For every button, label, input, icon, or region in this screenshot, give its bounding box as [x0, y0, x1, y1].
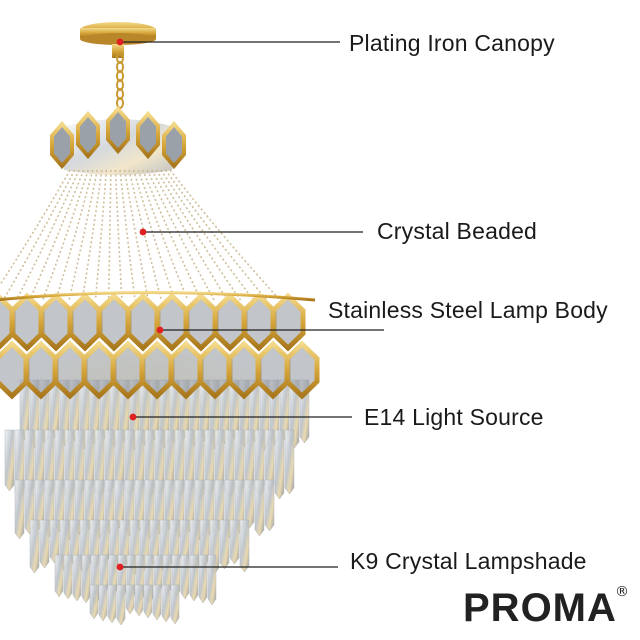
lamp-body-hex-frame [0, 291, 320, 400]
chain [116, 52, 124, 109]
registered-mark: ® [615, 584, 629, 600]
marker-dot [116, 38, 124, 46]
crown [50, 105, 186, 175]
crystal-bead-strands [0, 169, 281, 301]
marker-dot [156, 326, 164, 334]
brand-logo: PROMA [463, 586, 617, 630]
crystal-prisms [4, 379, 310, 626]
callout-label-crystal-beaded: Crystal Beaded [377, 218, 538, 244]
canopy [80, 22, 156, 58]
callout-markers [116, 38, 164, 571]
leader-lines [120, 41, 384, 568]
callout-label-canopy: Plating Iron Canopy [349, 30, 555, 56]
marker-dot [116, 563, 124, 571]
marker-dot [129, 413, 137, 421]
callout-label-lampshade: K9 Crystal Lampshade [350, 548, 587, 574]
callout-label-lamp-body: Stainless Steel Lamp Body [328, 297, 608, 323]
callout-label-light-source: E14 Light Source [364, 404, 544, 430]
marker-dot [139, 228, 147, 236]
